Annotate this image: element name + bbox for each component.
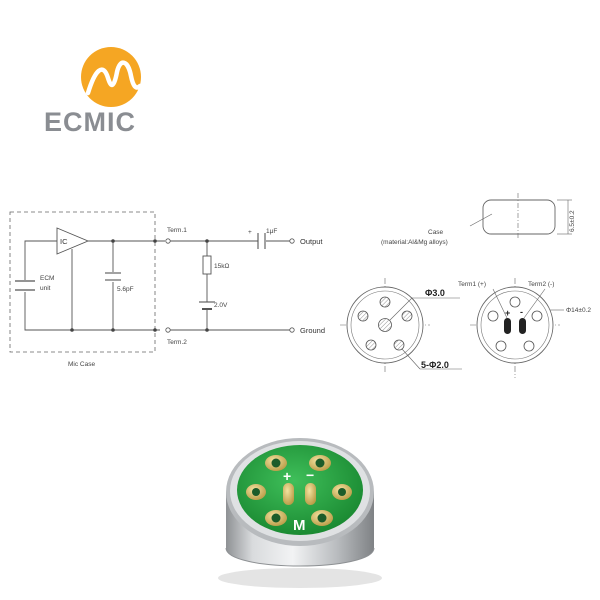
front-view: Φ3.0 5-Φ2.0 bbox=[340, 278, 462, 374]
junction-dot bbox=[111, 328, 115, 332]
wire-ecm-bottom bbox=[24, 292, 160, 331]
term1-label: Term.1 bbox=[167, 227, 187, 234]
resistor-label: 15kΩ bbox=[214, 263, 229, 270]
front-center-hole bbox=[378, 318, 392, 332]
term1-pad bbox=[504, 318, 511, 334]
back-minus-mark: - bbox=[520, 307, 523, 317]
case-material-label: (material:Al&Mg alloys) bbox=[381, 239, 448, 246]
term1-leader bbox=[492, 288, 508, 319]
back-term2-label: Term2 (-) bbox=[528, 281, 554, 288]
small-cap-label: 5.6pF bbox=[117, 286, 134, 293]
front-hole bbox=[401, 310, 413, 322]
photo-pad-hole bbox=[252, 488, 260, 496]
wire-input bbox=[24, 240, 57, 280]
ecm-label: ECM bbox=[40, 275, 54, 282]
photo-pads bbox=[246, 455, 352, 526]
photo-pad-hole bbox=[271, 513, 281, 523]
term2-label: Term.2 bbox=[167, 339, 187, 346]
junction-dot bbox=[205, 328, 209, 332]
photo-term2-pad bbox=[305, 483, 316, 505]
case-leader-line bbox=[469, 213, 493, 227]
front-hole bbox=[357, 310, 369, 322]
front-hole bbox=[365, 339, 377, 351]
brand-logo: ECMIC bbox=[44, 47, 143, 137]
back-hole bbox=[509, 296, 521, 308]
photo-pad-hole bbox=[315, 458, 325, 468]
term1-node bbox=[165, 238, 171, 244]
dia-holes-label: 5-Φ2.0 bbox=[421, 360, 449, 370]
back-view: + - Term1 (+) Term2 (-) Φ14±0.2 bbox=[458, 278, 591, 378]
out-cap-plus: + bbox=[248, 229, 252, 236]
output-label: Output bbox=[300, 237, 323, 246]
circuit-schematic: Mic Case IC ECM unit 5.6pF Term.1 Term.2 bbox=[9, 211, 325, 368]
ground-label: Ground bbox=[300, 326, 325, 335]
back-hole bbox=[487, 310, 499, 322]
mic-case-outline bbox=[9, 211, 156, 353]
term2-pad bbox=[519, 318, 526, 334]
junction-dot bbox=[153, 328, 157, 332]
photo-plus-mark: + bbox=[283, 468, 291, 484]
case-side-view: Case (material:Al&Mg alloys) 6.5±0.2 bbox=[381, 193, 576, 246]
voltage-label: 2.0V bbox=[214, 302, 228, 309]
photo-shadow bbox=[218, 568, 382, 588]
outer-dia-label: Φ14±0.2 bbox=[566, 307, 591, 314]
photo-term1-pad bbox=[283, 483, 294, 505]
ground-node bbox=[289, 327, 295, 333]
front-inner-rim bbox=[350, 290, 420, 360]
junction-dot bbox=[70, 328, 74, 332]
junction-dot bbox=[205, 239, 209, 243]
term2-leader bbox=[523, 288, 546, 319]
junction-dot bbox=[111, 239, 115, 243]
logo-m-swoosh-icon bbox=[85, 60, 143, 96]
dia-holes-leader bbox=[401, 348, 421, 370]
back-hole bbox=[523, 340, 535, 352]
back-term1-label: Term1 (+) bbox=[458, 281, 486, 288]
product-photo: + − M bbox=[218, 438, 382, 588]
case-body-outline bbox=[482, 199, 556, 235]
photo-pad-hole bbox=[271, 458, 281, 468]
height-dim-label: 6.5±0.2 bbox=[569, 210, 576, 232]
ic-label: IC bbox=[60, 237, 68, 246]
back-hole bbox=[531, 310, 543, 322]
back-plus-mark: + bbox=[505, 308, 510, 318]
output-node bbox=[289, 238, 295, 244]
photo-brand-mark: M bbox=[293, 517, 306, 534]
photo-pad-hole bbox=[338, 488, 346, 496]
back-inner-rim bbox=[480, 290, 550, 360]
front-hole bbox=[379, 296, 391, 308]
resistor-symbol bbox=[202, 255, 212, 275]
dia-center-leader bbox=[389, 297, 413, 321]
term2-node bbox=[165, 327, 171, 333]
photo-case-rim bbox=[225, 547, 375, 567]
dia-center-label: Φ3.0 bbox=[425, 288, 445, 298]
junction-dot bbox=[153, 239, 157, 243]
logo-wordmark: ECMIC bbox=[44, 107, 136, 137]
photo-pad-hole bbox=[317, 513, 327, 523]
mic-case-label: Mic Case bbox=[68, 361, 95, 368]
case-label: Case bbox=[428, 229, 444, 236]
front-hole bbox=[393, 339, 405, 351]
back-hole bbox=[495, 340, 507, 352]
photo-minus-mark: − bbox=[306, 467, 314, 483]
ecm-unit-label: unit bbox=[40, 285, 51, 292]
out-cap-label: 1μF bbox=[266, 228, 277, 235]
